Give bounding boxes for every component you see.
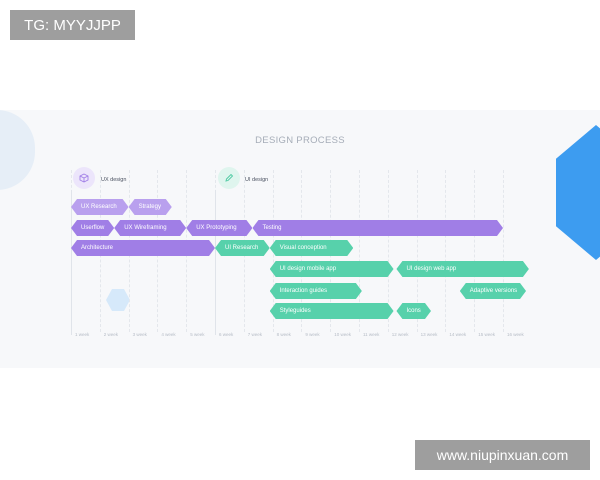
task-label: UX Wireframing (124, 225, 167, 231)
task-bar-ui-design-mobile-app: UI design mobile app (270, 261, 394, 277)
watermark-bottom-text: www.niupinxuan.com (436, 447, 569, 463)
week-gridline (416, 170, 418, 332)
task-bar-ui-research: UI Research (215, 240, 270, 256)
task-label: Styleguides (279, 308, 311, 314)
pencil-icon (218, 167, 240, 189)
task-label: Visual conception (279, 245, 327, 251)
watermark-top-text: TG: MYYJJPP (24, 16, 121, 34)
week-tick-label: 11 week (363, 332, 380, 337)
task-bar-ui-design-web-app: UI design web app (396, 261, 528, 277)
ui-milestone-label: UI design (245, 177, 269, 183)
watermark-bottom: www.niupinxuan.com (415, 440, 590, 470)
task-label: Userflow (81, 225, 105, 231)
task-bar-adaptive-versions: Adaptive versions (460, 283, 526, 299)
task-label: Interaction guides (279, 288, 328, 294)
cube-icon (73, 167, 95, 189)
week-tick-label: 9 week (305, 332, 320, 337)
task-label: UI design mobile app (279, 266, 337, 272)
week-tick-label: 15 week (478, 332, 495, 337)
task-bar-interaction-guides: Interaction guides (270, 283, 362, 299)
ux-milestone-line (71, 190, 72, 335)
week-gridline (387, 170, 389, 332)
task-label: Strategy (138, 204, 161, 210)
week-tick-label: 2 week (103, 332, 119, 337)
decorative-blob-left (0, 110, 35, 190)
task-label: Testing (262, 225, 282, 231)
task-bar-styleguides: Styleguides (270, 303, 394, 319)
week-tick-label: 3 week (132, 332, 147, 337)
week-tick-label: 12 week (391, 332, 409, 337)
week-tick-label: 14 week (449, 332, 467, 337)
task-label: Icons (406, 308, 421, 314)
task-label: UI design web app (406, 266, 457, 272)
task-label: Architecture (81, 245, 114, 251)
decorative-hexagon-small (106, 289, 130, 311)
week-gridline (474, 170, 476, 332)
task-label: UX Research (81, 204, 117, 210)
week-tick-label: 6 week (219, 332, 234, 337)
task-bar-ux-wireframing: UX Wireframing (114, 220, 186, 236)
task-bar-icons: Icons (396, 303, 431, 319)
task-label: UI Research (225, 245, 259, 251)
task-bar-visual-conception: Visual conception (270, 240, 354, 256)
week-tick-label: 8 week (276, 332, 291, 337)
task-label: UX Prototyping (196, 225, 237, 231)
task-bar-ux-research: UX Research (71, 199, 129, 215)
watermark-top: TG: MYYJJPP (10, 10, 135, 40)
task-label: Adaptive versions (469, 288, 518, 294)
week-tick-label: 10 week (334, 332, 351, 337)
ui-milestone-line (215, 190, 216, 335)
week-gridline (503, 170, 504, 332)
week-gridline (445, 170, 447, 332)
ux-milestone-label: UX design (101, 177, 127, 183)
task-bar-architecture: Architecture (71, 240, 215, 256)
task-bar-userflow: Userflow (71, 220, 114, 236)
week-tick-label: 1 week (75, 332, 90, 337)
design-process-panel: DESIGN PROCESS UX design UI design UX Re… (0, 110, 600, 368)
week-tick-label: 4 week (161, 332, 176, 337)
task-bar-testing: Testing (252, 220, 503, 236)
week-gridline (359, 170, 360, 332)
week-tick-label: 16 week (507, 332, 524, 337)
task-bar-ux-prototyping: UX Prototyping (186, 220, 252, 236)
week-tick-label: 7 week (247, 332, 263, 337)
week-tick-label: 13 week (420, 332, 438, 337)
week-tick-label: 5 week (190, 332, 205, 337)
diagram-title: DESIGN PROCESS (255, 135, 345, 146)
task-bar-strategy: Strategy (129, 199, 172, 215)
